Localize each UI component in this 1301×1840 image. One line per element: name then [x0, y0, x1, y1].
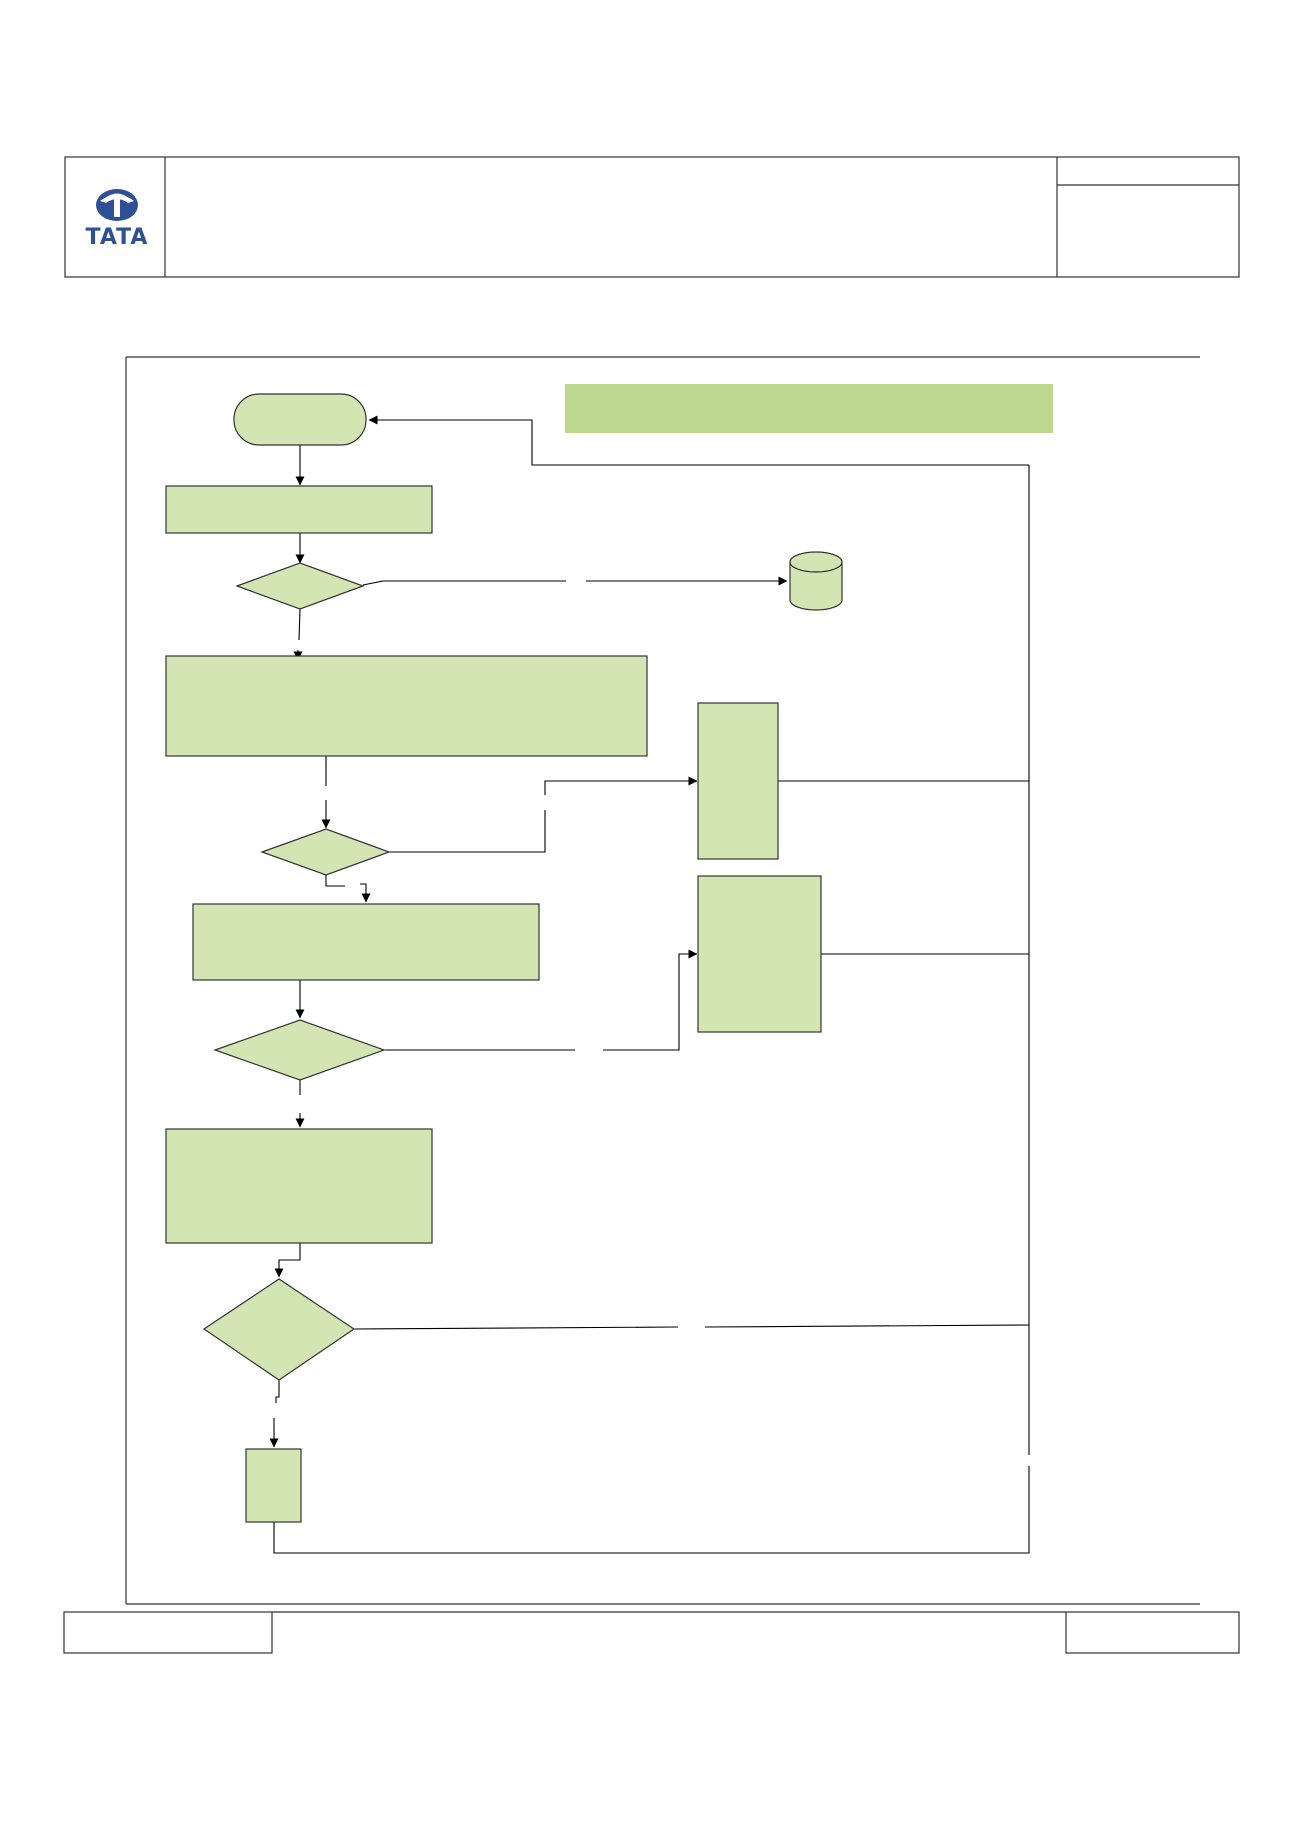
- connector-decision3-side2-b: [603, 949, 698, 1051]
- header-border: [64, 156, 1240, 278]
- side-box-1: [697, 702, 779, 860]
- logo-wordmark: TATA: [86, 225, 149, 250]
- title-banner: [565, 384, 1053, 433]
- connector-decision4-loop-a: [353, 1326, 679, 1330]
- diagram-frame: [125, 356, 1200, 1605]
- process-step-2: [165, 655, 648, 757]
- process-step-4: [165, 1128, 433, 1244]
- side-box-2: [697, 875, 822, 1033]
- connector-decision2-step3-a: [325, 875, 345, 887]
- connector-decision2-side1-a: [389, 810, 546, 853]
- connector-decision1-step2-a: [298, 608, 301, 641]
- process-step-3: [192, 903, 540, 981]
- connector-step4-decision4: [274, 1243, 301, 1278]
- datastore-cylinder: [789, 551, 843, 611]
- process-step-1: [165, 485, 433, 534]
- decision-3: [213, 1019, 386, 1081]
- footer-left-cell: [63, 1611, 273, 1654]
- connector-decision2-side1-b: [544, 776, 698, 795]
- tata-logo-icon: [96, 189, 138, 221]
- decision-2: [260, 828, 391, 876]
- footer-right-cell: [1065, 1611, 1240, 1654]
- connector-decision1-datastore-a: [362, 580, 566, 586]
- start-terminator: [233, 393, 367, 446]
- connector-decision4-step5-a: [275, 1380, 280, 1403]
- connector-decision4-loop-b: [704, 1324, 1030, 1328]
- decision-1: [235, 562, 365, 610]
- connector-step5-return: [273, 1466, 1030, 1554]
- footer-table: [63, 1611, 1240, 1654]
- return-bus-to-start: [368, 415, 1029, 466]
- connector-decision2-step3-b: [360, 883, 371, 903]
- decision-4: [202, 1278, 356, 1381]
- process-step-5: [245, 1448, 302, 1523]
- connectors: [269, 415, 1030, 1554]
- header-table: [64, 156, 1240, 278]
